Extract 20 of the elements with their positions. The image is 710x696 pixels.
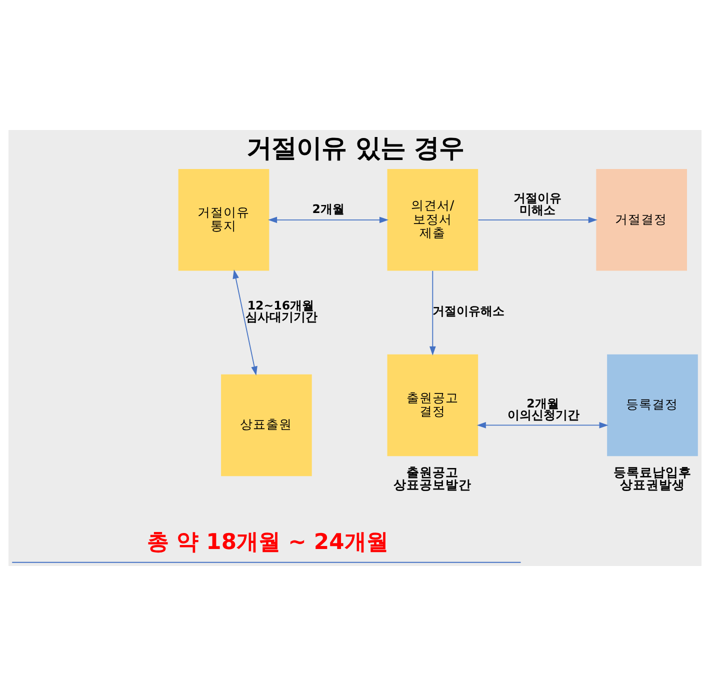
node-label: 등록료납입후 상표권발생: [613, 464, 692, 492]
arrow: [232, 270, 258, 376]
edge-label: 2개월: [312, 202, 345, 216]
node-label: 출원공고 상표공보발간: [394, 464, 472, 492]
arrow: [429, 270, 436, 356]
node-box: 등록결정: [607, 354, 698, 456]
label: 총 약 18개월 ~ 24개월: [146, 530, 388, 555]
node-box: 상표출원: [221, 374, 312, 476]
node-box: 의견서/ 보정서 제출: [387, 169, 478, 271]
arrow: [476, 422, 608, 428]
edge-label: 거절이유 미해소: [514, 191, 562, 217]
node-box: 거절이유 통지: [178, 169, 270, 271]
diagram-title: 거절이유 있는 경우: [246, 132, 464, 163]
arrow: [268, 216, 389, 224]
edge-label: 2개월 이의신청기간: [508, 396, 580, 422]
edge-label: 거절이유해소: [432, 304, 505, 318]
edge-label: 12~16개월 심사대기기간: [246, 298, 318, 324]
node-box: 거절결정: [596, 169, 687, 271]
node-box: 출원공고 결정: [387, 354, 478, 456]
arrow: [478, 216, 598, 224]
